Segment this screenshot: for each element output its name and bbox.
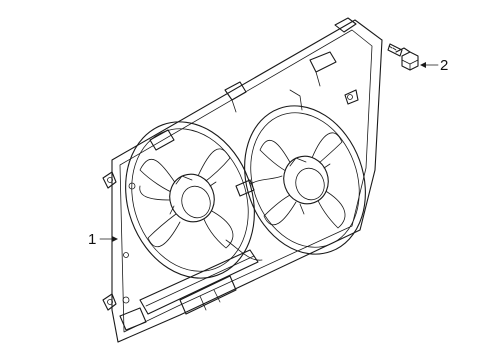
callout-1-number: 1 — [88, 231, 96, 248]
shroud-bolt — [387, 43, 419, 71]
shroud-lower-channel — [119, 249, 259, 331]
fan-connector — [225, 175, 283, 261]
right-fan — [244, 105, 366, 255]
callout-2: 2 — [420, 57, 448, 74]
callout-2-number: 2 — [440, 57, 448, 74]
fan-shroud-assembly — [102, 17, 383, 343]
callout-1: 1 — [88, 231, 118, 248]
left-fan — [125, 121, 255, 279]
